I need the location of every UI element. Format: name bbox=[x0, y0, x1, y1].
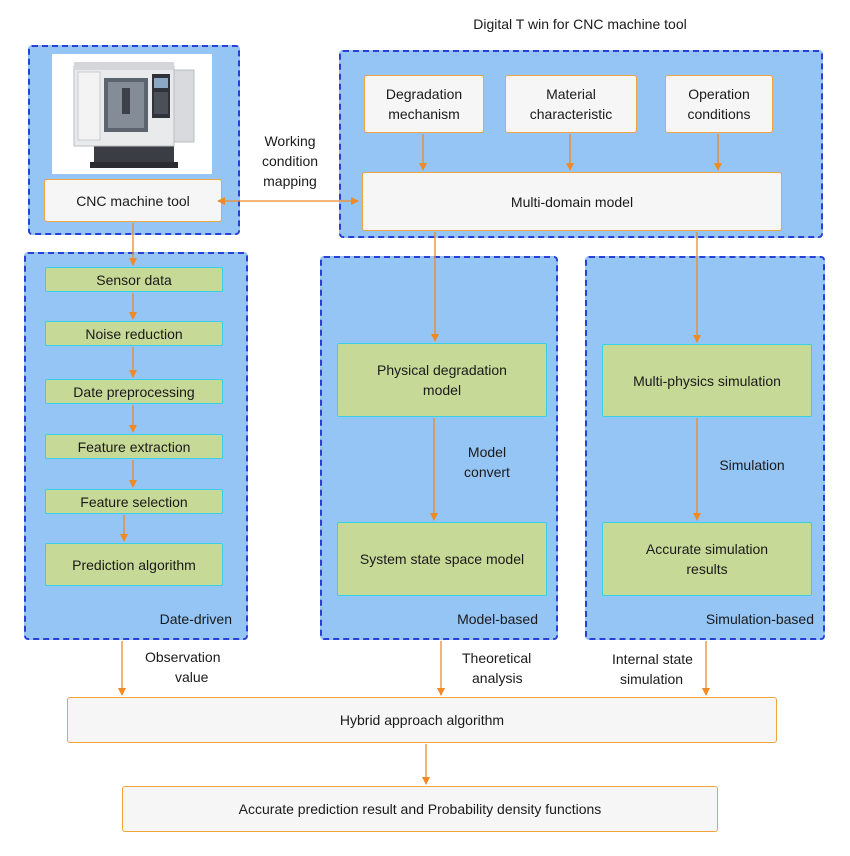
noise-reduction-box: Noise reduction bbox=[45, 321, 223, 346]
date-preprocessing-box: Date preprocessing bbox=[45, 379, 223, 404]
date-preprocessing-label: Date preprocessing bbox=[73, 383, 195, 400]
operation-conditions-box: Operation conditions bbox=[665, 75, 773, 133]
degradation-line-1: Degradation bbox=[385, 86, 463, 102]
mapping-label: Working condition mapping bbox=[248, 131, 332, 191]
system-state-space-model-box: System state space model bbox=[337, 522, 547, 596]
sensor-data-box: Sensor data bbox=[45, 267, 223, 292]
multi-domain-model-box: Multi-domain model bbox=[362, 172, 782, 231]
sensor-data-label: Sensor data bbox=[96, 271, 172, 288]
theoretical-analysis-label: Theoretical analysis bbox=[462, 648, 562, 688]
degradation-line-2: mechanism bbox=[388, 106, 460, 122]
operation-line-2: conditions bbox=[687, 106, 751, 122]
physical-degradation-model-box: Physical degradation model bbox=[337, 343, 547, 417]
observation-line-1: Observation bbox=[145, 649, 221, 665]
internal-line-2: simulation bbox=[620, 671, 684, 687]
internal-line-1: Internal state bbox=[612, 651, 693, 667]
material-characteristic-box: Material characteristic bbox=[505, 75, 637, 133]
cnc-machine-tool-label: CNC machine tool bbox=[76, 192, 190, 209]
feature-extraction-label: Feature extraction bbox=[77, 438, 191, 455]
feature-selection-label: Feature selection bbox=[80, 493, 188, 510]
multi-physics-simulation-label: Multi-physics simulation bbox=[633, 372, 781, 389]
internal-state-simulation-label: Internal state simulation bbox=[612, 649, 722, 689]
cnc-machine-image bbox=[52, 54, 212, 174]
degradation-mechanism-box: Degradation mechanism bbox=[364, 75, 484, 133]
multi-domain-model-label: Multi-domain model bbox=[510, 193, 634, 210]
theoretical-line-2: analysis bbox=[472, 670, 523, 686]
model-based-caption: Model-based bbox=[457, 611, 538, 627]
accurate-simulation-results-box: Accurate simulation results bbox=[602, 522, 812, 596]
accurate-simulation-line-1: Accurate simulation bbox=[645, 541, 769, 557]
model-convert-label: Model convert bbox=[452, 442, 522, 482]
data-driven-caption: Date-driven bbox=[159, 611, 232, 627]
cnc-machine-tool-box: CNC machine tool bbox=[44, 179, 222, 222]
model-convert-line-2: convert bbox=[464, 464, 510, 480]
hybrid-approach-label: Hybrid approach algorithm bbox=[339, 712, 505, 728]
material-line-2: characteristic bbox=[529, 106, 613, 122]
feature-selection-box: Feature selection bbox=[45, 489, 223, 514]
hybrid-approach-box: Hybrid approach algorithm bbox=[67, 697, 777, 743]
prediction-algorithm-label: Prediction algorithm bbox=[72, 556, 196, 573]
theoretical-line-1: Theoretical bbox=[462, 650, 532, 666]
mapping-line-1: Working bbox=[264, 133, 316, 149]
material-line-1: Material bbox=[546, 86, 596, 102]
model-convert-line-1: Model bbox=[467, 444, 507, 460]
mapping-line-2: condition bbox=[261, 153, 319, 169]
prediction-result-box: Accurate prediction result and Probabili… bbox=[122, 786, 718, 832]
prediction-algorithm-box: Prediction algorithm bbox=[45, 543, 223, 586]
mapping-line-3: mapping bbox=[263, 173, 317, 189]
feature-extraction-box: Feature extraction bbox=[45, 434, 223, 459]
physical-degradation-line-1: Physical degradation bbox=[377, 362, 507, 378]
system-state-space-model-label: System state space model bbox=[359, 551, 525, 567]
prediction-result-label: Accurate prediction result and Probabili… bbox=[238, 801, 602, 817]
noise-reduction-label: Noise reduction bbox=[85, 325, 183, 342]
multi-physics-simulation-box: Multi-physics simulation bbox=[602, 344, 812, 417]
accurate-simulation-line-2: results bbox=[686, 561, 728, 577]
observation-line-2: value bbox=[175, 669, 209, 685]
operation-line-1: Operation bbox=[688, 86, 750, 102]
diagram-title: Digital T win for CNC machine tool bbox=[473, 16, 687, 32]
simulation-arrow-label: Simulation bbox=[719, 457, 785, 473]
simulation-based-caption: Simulation-based bbox=[705, 611, 814, 627]
physical-degradation-line-2: model bbox=[422, 382, 462, 398]
observation-value-label: Observation value bbox=[145, 647, 245, 687]
